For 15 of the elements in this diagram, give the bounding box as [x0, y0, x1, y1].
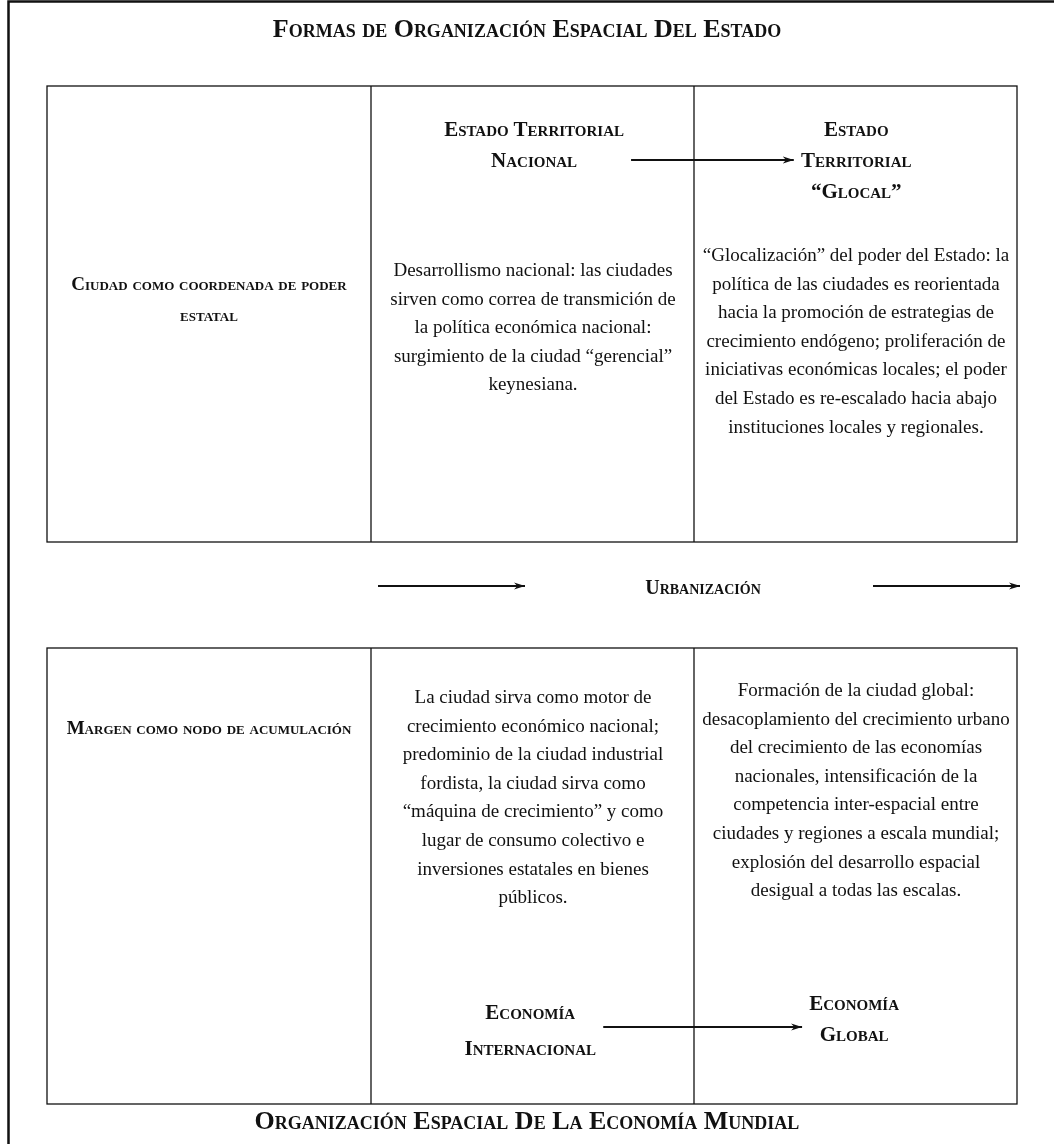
node-heading: Economía Internacional: [463, 994, 598, 1066]
title: Formas de Organización Espacial Del Estado: [271, 14, 783, 44]
row-header: Ciudad como coordenada de poder estatal: [70, 272, 348, 327]
arrow: [602, 1023, 804, 1031]
arrow: [630, 156, 795, 164]
cell-text: Formación de la ciudad global: desacoplamiento del crecimiento urbano del crecimiento de las economías nacionales, intensificación de la competencia inter-espacial entre ciudades y regiones a escala mundial; explosión del desarrollo espacial desigual a todas las escalas.: [701, 678, 1011, 903]
node-heading: Economía Global: [808, 988, 901, 1050]
cell-text: Desarrollismo nacional: las ciudades sirven como correa de transmición de la política económica nacional: surgimiento de la ciudad “gerencial” keynesiana.: [389, 258, 677, 397]
axis-label: Urbanización: [644, 576, 762, 599]
cell-text: La ciudad sirva como motor de crecimiento económico nacional; predominio de la ciudad industrial fordista, la ciudad sirva como “máquina de crecimiento” y como lugar de consumo colectivo e inversiones estatales en bienes públicos.: [401, 685, 665, 910]
row-header: Margen como nodo de acumulación: [65, 716, 353, 740]
node-heading: Estado Territorial “Glocal”: [799, 114, 913, 207]
cell-text: “Glocalización” del poder del Estado: la política de las ciudades es reorientada hacia la promoción de estrategias de crecimiento endógeno; proliferación de iniciativas económicas locales; el poder del Estado es re-escalado hacia abajo instituciones locales y regionales.: [701, 243, 1011, 439]
caption: Organización Espacial De La Economía Mundial: [253, 1106, 801, 1136]
node-heading: Estado Territorial Nacional: [443, 114, 626, 176]
